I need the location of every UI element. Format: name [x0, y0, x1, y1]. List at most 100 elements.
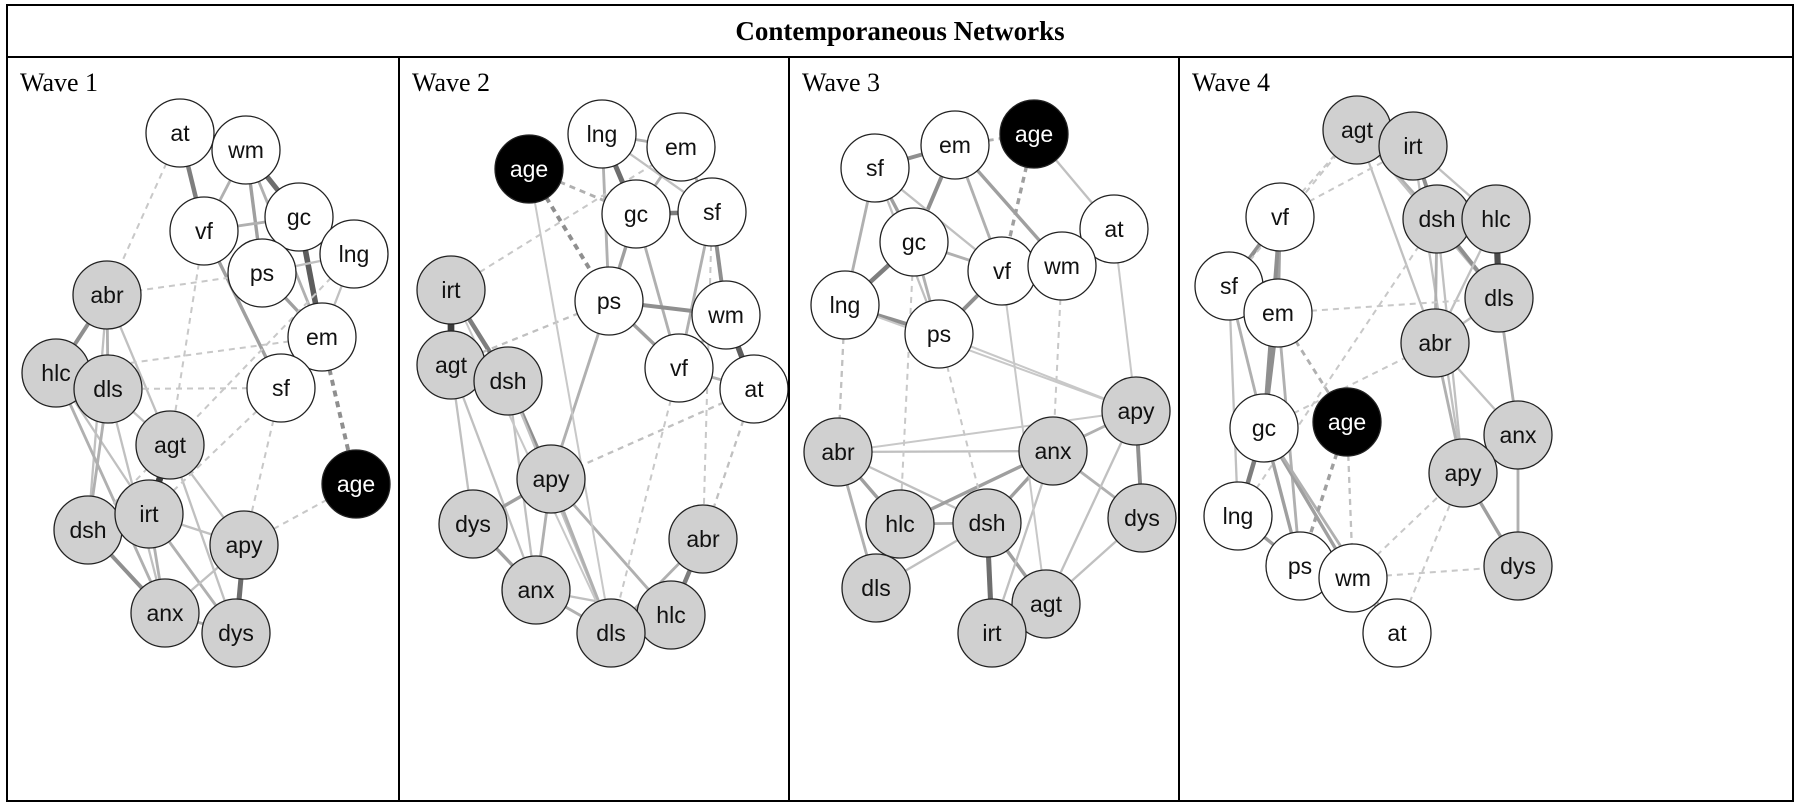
- edge-age-dls: [528, 168, 612, 634]
- node-dys: dys: [1107, 483, 1177, 553]
- node-label: dys: [1500, 553, 1536, 579]
- node-circle: [319, 219, 389, 289]
- edge-vf-agt: [1279, 129, 1358, 218]
- edge-sf-lng: [1227, 285, 1240, 517]
- node-label: hlc: [885, 511, 914, 537]
- node-circle: [879, 207, 949, 277]
- node-circle: [321, 449, 391, 519]
- node-abr: abr: [803, 417, 873, 487]
- node-dsh: dsh: [1402, 184, 1472, 254]
- edge-agt-apy: [1044, 410, 1138, 605]
- node-label: hlc: [41, 360, 70, 386]
- edge-agt-anx: [449, 364, 538, 591]
- node-label: hlc: [656, 602, 685, 628]
- edge-hlc-anx: [54, 372, 167, 614]
- node-circle: [1101, 376, 1171, 446]
- node-label: abr: [821, 439, 855, 465]
- node-ps: ps: [227, 238, 297, 308]
- node-circle: [1362, 598, 1432, 668]
- node-vf: vf: [1245, 182, 1315, 252]
- node-label: ps: [1288, 553, 1312, 579]
- node-circle: [1243, 278, 1313, 348]
- node-label: dls: [596, 620, 625, 646]
- node-circle: [1027, 231, 1097, 301]
- node-label: lng: [339, 241, 370, 267]
- edge-at-apy: [550, 387, 755, 481]
- node-em: em: [287, 302, 357, 372]
- node-agt: agt: [135, 410, 205, 480]
- node-circle: [1011, 569, 1081, 639]
- node-vf: vf: [644, 333, 714, 403]
- node-label: dys: [218, 620, 254, 646]
- node-circle: [72, 260, 142, 330]
- edge-abr-apy: [837, 409, 1137, 454]
- node-circle: [473, 346, 543, 416]
- node-label: irt: [982, 620, 1002, 646]
- node-circle: [516, 444, 586, 514]
- node-label: em: [306, 324, 338, 350]
- node-circle: [803, 417, 873, 487]
- node-circle: [1378, 111, 1448, 181]
- node-circle: [1400, 308, 1470, 378]
- node-circle: [576, 598, 646, 668]
- node-label: anx: [1499, 422, 1537, 448]
- node-label: age: [1328, 409, 1366, 435]
- node-label: ps: [927, 321, 951, 347]
- node-hlc: hlc: [1461, 184, 1531, 254]
- node-label: gc: [902, 229, 926, 255]
- node-dys: dys: [1483, 531, 1553, 601]
- node-circle: [840, 133, 910, 203]
- node-label: ps: [250, 260, 274, 286]
- node-wm: wm: [691, 280, 761, 350]
- node-lng: lng: [567, 99, 637, 169]
- node-anx: anx: [501, 555, 571, 625]
- node-label: em: [1262, 300, 1294, 326]
- node-label: agt: [435, 352, 468, 378]
- node-label: lng: [830, 292, 861, 318]
- node-circle: [246, 353, 316, 423]
- node-apy: apy: [209, 510, 279, 580]
- node-label: lng: [1223, 503, 1254, 529]
- node-label: em: [939, 132, 971, 158]
- node-wm: wm: [211, 115, 281, 185]
- node-circle: [810, 270, 880, 340]
- node-dsh: dsh: [53, 495, 123, 565]
- node-circle: [211, 115, 281, 185]
- node-circle: [169, 196, 239, 266]
- node-ps: ps: [574, 266, 644, 336]
- node-label: dsh: [69, 517, 106, 543]
- node-gc: gc: [879, 207, 949, 277]
- node-circle: [1428, 438, 1498, 508]
- node-label: agt: [154, 432, 187, 458]
- node-circle: [904, 299, 974, 369]
- node-circle: [691, 280, 761, 350]
- node-circle: [646, 112, 716, 182]
- node-dls: dls: [73, 354, 143, 424]
- node-label: dsh: [968, 510, 1005, 536]
- node-circle: [574, 266, 644, 336]
- node-dls: dls: [1464, 263, 1534, 333]
- edge-em-dls: [1277, 296, 1500, 315]
- node-label: age: [337, 471, 375, 497]
- node-circle: [1203, 481, 1273, 551]
- node-label: abr: [90, 282, 124, 308]
- network-wave-1: atwmvfgclngpsemsfageabrhlcdlsagtdshirtap…: [21, 98, 391, 668]
- node-label: gc: [624, 201, 648, 227]
- node-circle: [1245, 182, 1315, 252]
- node-dsh: dsh: [952, 488, 1022, 558]
- node-label: dys: [1124, 505, 1160, 531]
- node-circle: [264, 182, 334, 252]
- node-at: at: [1362, 598, 1432, 668]
- node-at: at: [719, 354, 788, 424]
- node-sf: sf: [246, 353, 316, 423]
- edge-vf-dls: [610, 367, 680, 634]
- node-circle: [999, 99, 1069, 169]
- node-label: vf: [993, 258, 1012, 284]
- node-label: at: [744, 376, 764, 402]
- node-circle: [416, 255, 486, 325]
- node-label: wm: [1334, 565, 1371, 591]
- node-label: sf: [1220, 273, 1239, 299]
